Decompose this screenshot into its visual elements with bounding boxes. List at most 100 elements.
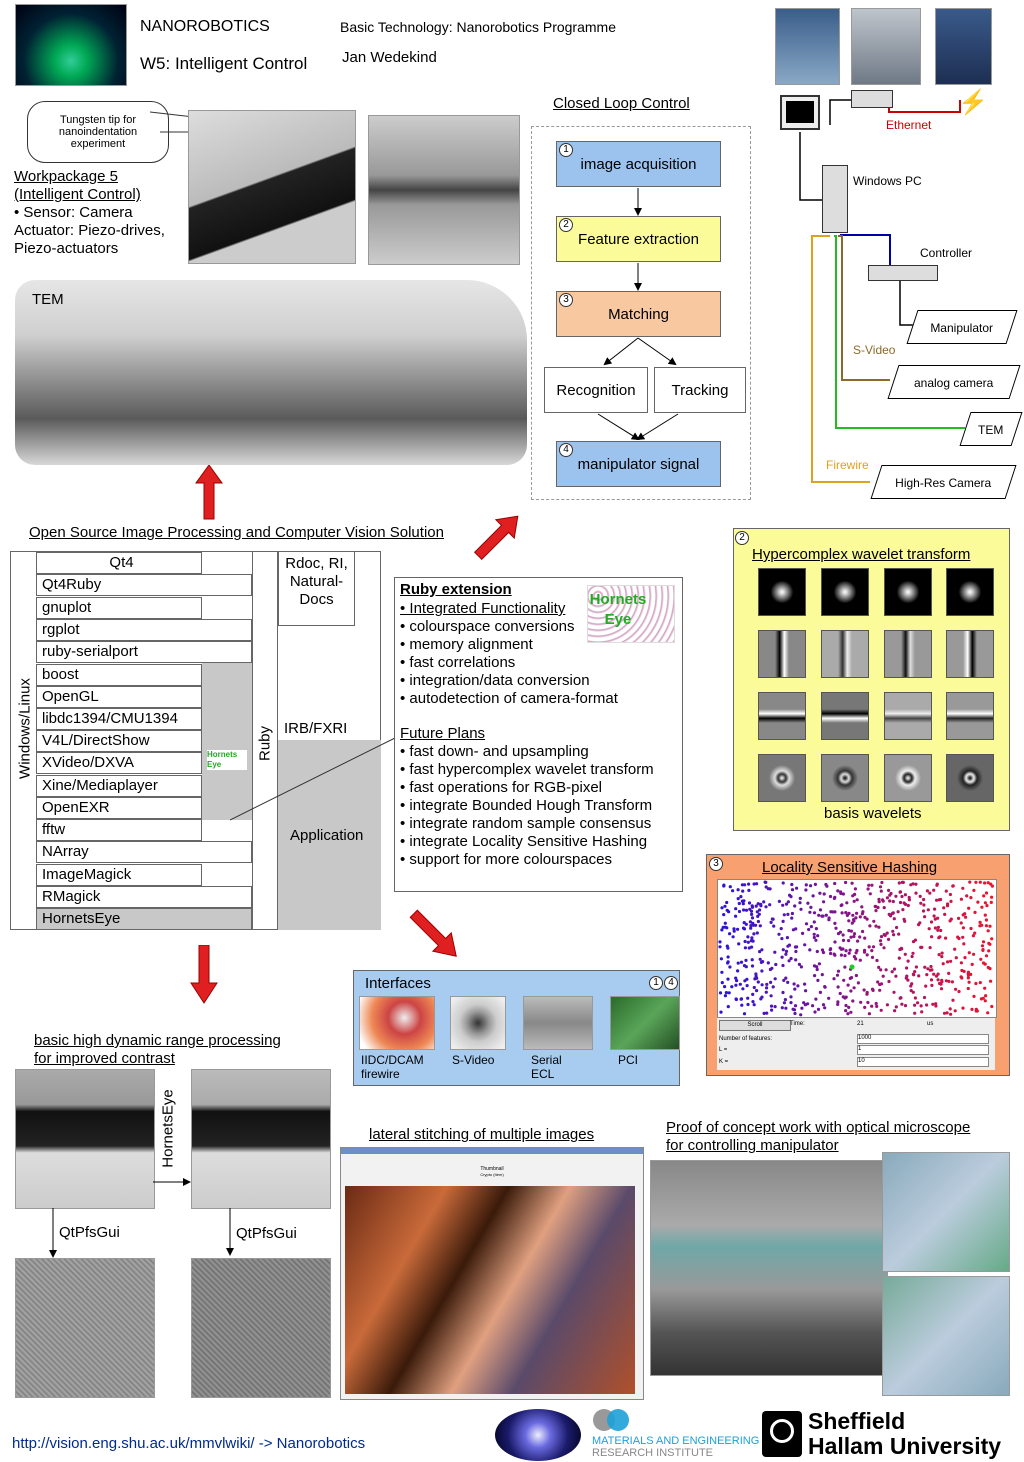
time-label: Time: [790, 1021, 805, 1027]
wavelet-cell [821, 754, 869, 802]
lsh-point [932, 888, 936, 892]
lsh-point [852, 932, 857, 936]
lsh-point [739, 997, 743, 1001]
lsh-point [870, 1004, 874, 1008]
lsh-point [932, 972, 936, 976]
lsh-point [847, 951, 851, 955]
lsh-point [897, 956, 901, 960]
lsh-point [911, 972, 915, 976]
lsh-point [735, 979, 739, 983]
lsh-point [989, 979, 993, 983]
lsh-point [750, 945, 754, 949]
lsh-point [882, 906, 886, 910]
lsh-scatter-plot [717, 879, 997, 1018]
lsh-point [986, 965, 990, 970]
lsh-point [743, 939, 747, 944]
plan-item: • integrate Locality Sensitive Hashing [400, 833, 648, 850]
lsh-num: 3 [709, 857, 723, 871]
lsh-point [759, 960, 763, 964]
lsh-point [809, 925, 813, 929]
lsh-point [849, 929, 853, 933]
connector-line [230, 737, 396, 821]
lsh-point [746, 1002, 750, 1007]
time-unit: us [927, 1021, 934, 1027]
lsh-point [936, 972, 940, 976]
lsh-point [959, 961, 963, 965]
lsh-point [758, 950, 762, 954]
lsh-point [905, 966, 909, 970]
lsh-point [856, 939, 860, 943]
lsh-point [987, 949, 991, 953]
lsh-point [812, 935, 816, 940]
lsh-point [848, 948, 852, 952]
lsh-point [867, 945, 871, 949]
lsh-point [929, 964, 933, 969]
lsh-point [734, 983, 738, 987]
lsh-point [865, 953, 869, 957]
lsh-point [822, 892, 826, 896]
footer-url[interactable]: http://vision.eng.shu.ac.uk/mmvlwiki/ ->… [12, 1435, 366, 1452]
lsh-point [948, 1007, 952, 1011]
lsh-point [845, 901, 849, 905]
nfeat-input[interactable]: 1000 [857, 1034, 989, 1044]
lsh-point [764, 885, 768, 889]
lsh-point [754, 974, 758, 978]
lsh-point [866, 1000, 870, 1005]
lsh-point [736, 897, 740, 901]
lsh-point [812, 920, 816, 924]
lsh-point [782, 978, 786, 982]
intro-line-3: Piezo-actuators [14, 240, 119, 257]
lsh-point [972, 952, 976, 956]
lsh-point [868, 924, 872, 928]
lsh-point [878, 939, 883, 943]
lib-label: Qt4 [109, 554, 134, 571]
l-input[interactable]: 1 [857, 1045, 989, 1055]
k-input[interactable]: 10 [857, 1057, 989, 1067]
lsh-point [740, 899, 744, 903]
lsh-point [841, 933, 845, 937]
lsh-point [888, 899, 892, 903]
ethernet-line [829, 99, 860, 125]
wavelet-cell [884, 754, 932, 802]
lsh-point [746, 940, 750, 944]
lsh-point [823, 1006, 827, 1010]
lsh-point [829, 947, 833, 951]
lsh-point [961, 1006, 965, 1010]
lsh-point [742, 1012, 747, 1016]
lsh-point [900, 880, 904, 884]
lsh-point [858, 958, 862, 962]
lsh-point [769, 994, 773, 998]
lsh-point [982, 894, 986, 898]
lsh-point [931, 1002, 935, 1006]
stitch-window-title: Thumbnail [480, 1166, 504, 1172]
lsh-point [757, 912, 761, 916]
lsh-point [739, 895, 743, 899]
lsh-point [839, 903, 843, 908]
lsh-point [844, 1003, 848, 1008]
lsh-point [892, 917, 896, 921]
lsh-point [966, 986, 970, 991]
lsh-point [849, 1010, 853, 1014]
hires-camera-label: High-Res Camera [895, 476, 992, 490]
lsh-point [968, 880, 972, 884]
lsh-point [794, 927, 798, 931]
lsh-point [828, 894, 833, 899]
lib-boost: boost [36, 664, 202, 686]
hdr-hornetseye-label: HornetsEye [159, 1089, 177, 1168]
lsh-point [933, 907, 937, 911]
scroll-button[interactable]: Scroll [719, 1020, 791, 1031]
wavelet-cell [946, 630, 994, 678]
lsh-point [974, 981, 978, 986]
lsh-point [841, 938, 846, 942]
rdoc-label: Rdoc, RI, Natural- Docs [285, 555, 348, 608]
lib-v4l: V4L/DirectShow [36, 730, 202, 752]
lsh-point [728, 885, 732, 889]
lsh-point [829, 951, 833, 956]
lsh-point [780, 937, 784, 941]
lsh-point [875, 958, 879, 963]
lsh-point [750, 938, 754, 943]
manipulator-line [899, 280, 915, 326]
lsh-point [936, 916, 940, 920]
lsh-point [969, 926, 973, 931]
lsh-point [984, 891, 989, 895]
